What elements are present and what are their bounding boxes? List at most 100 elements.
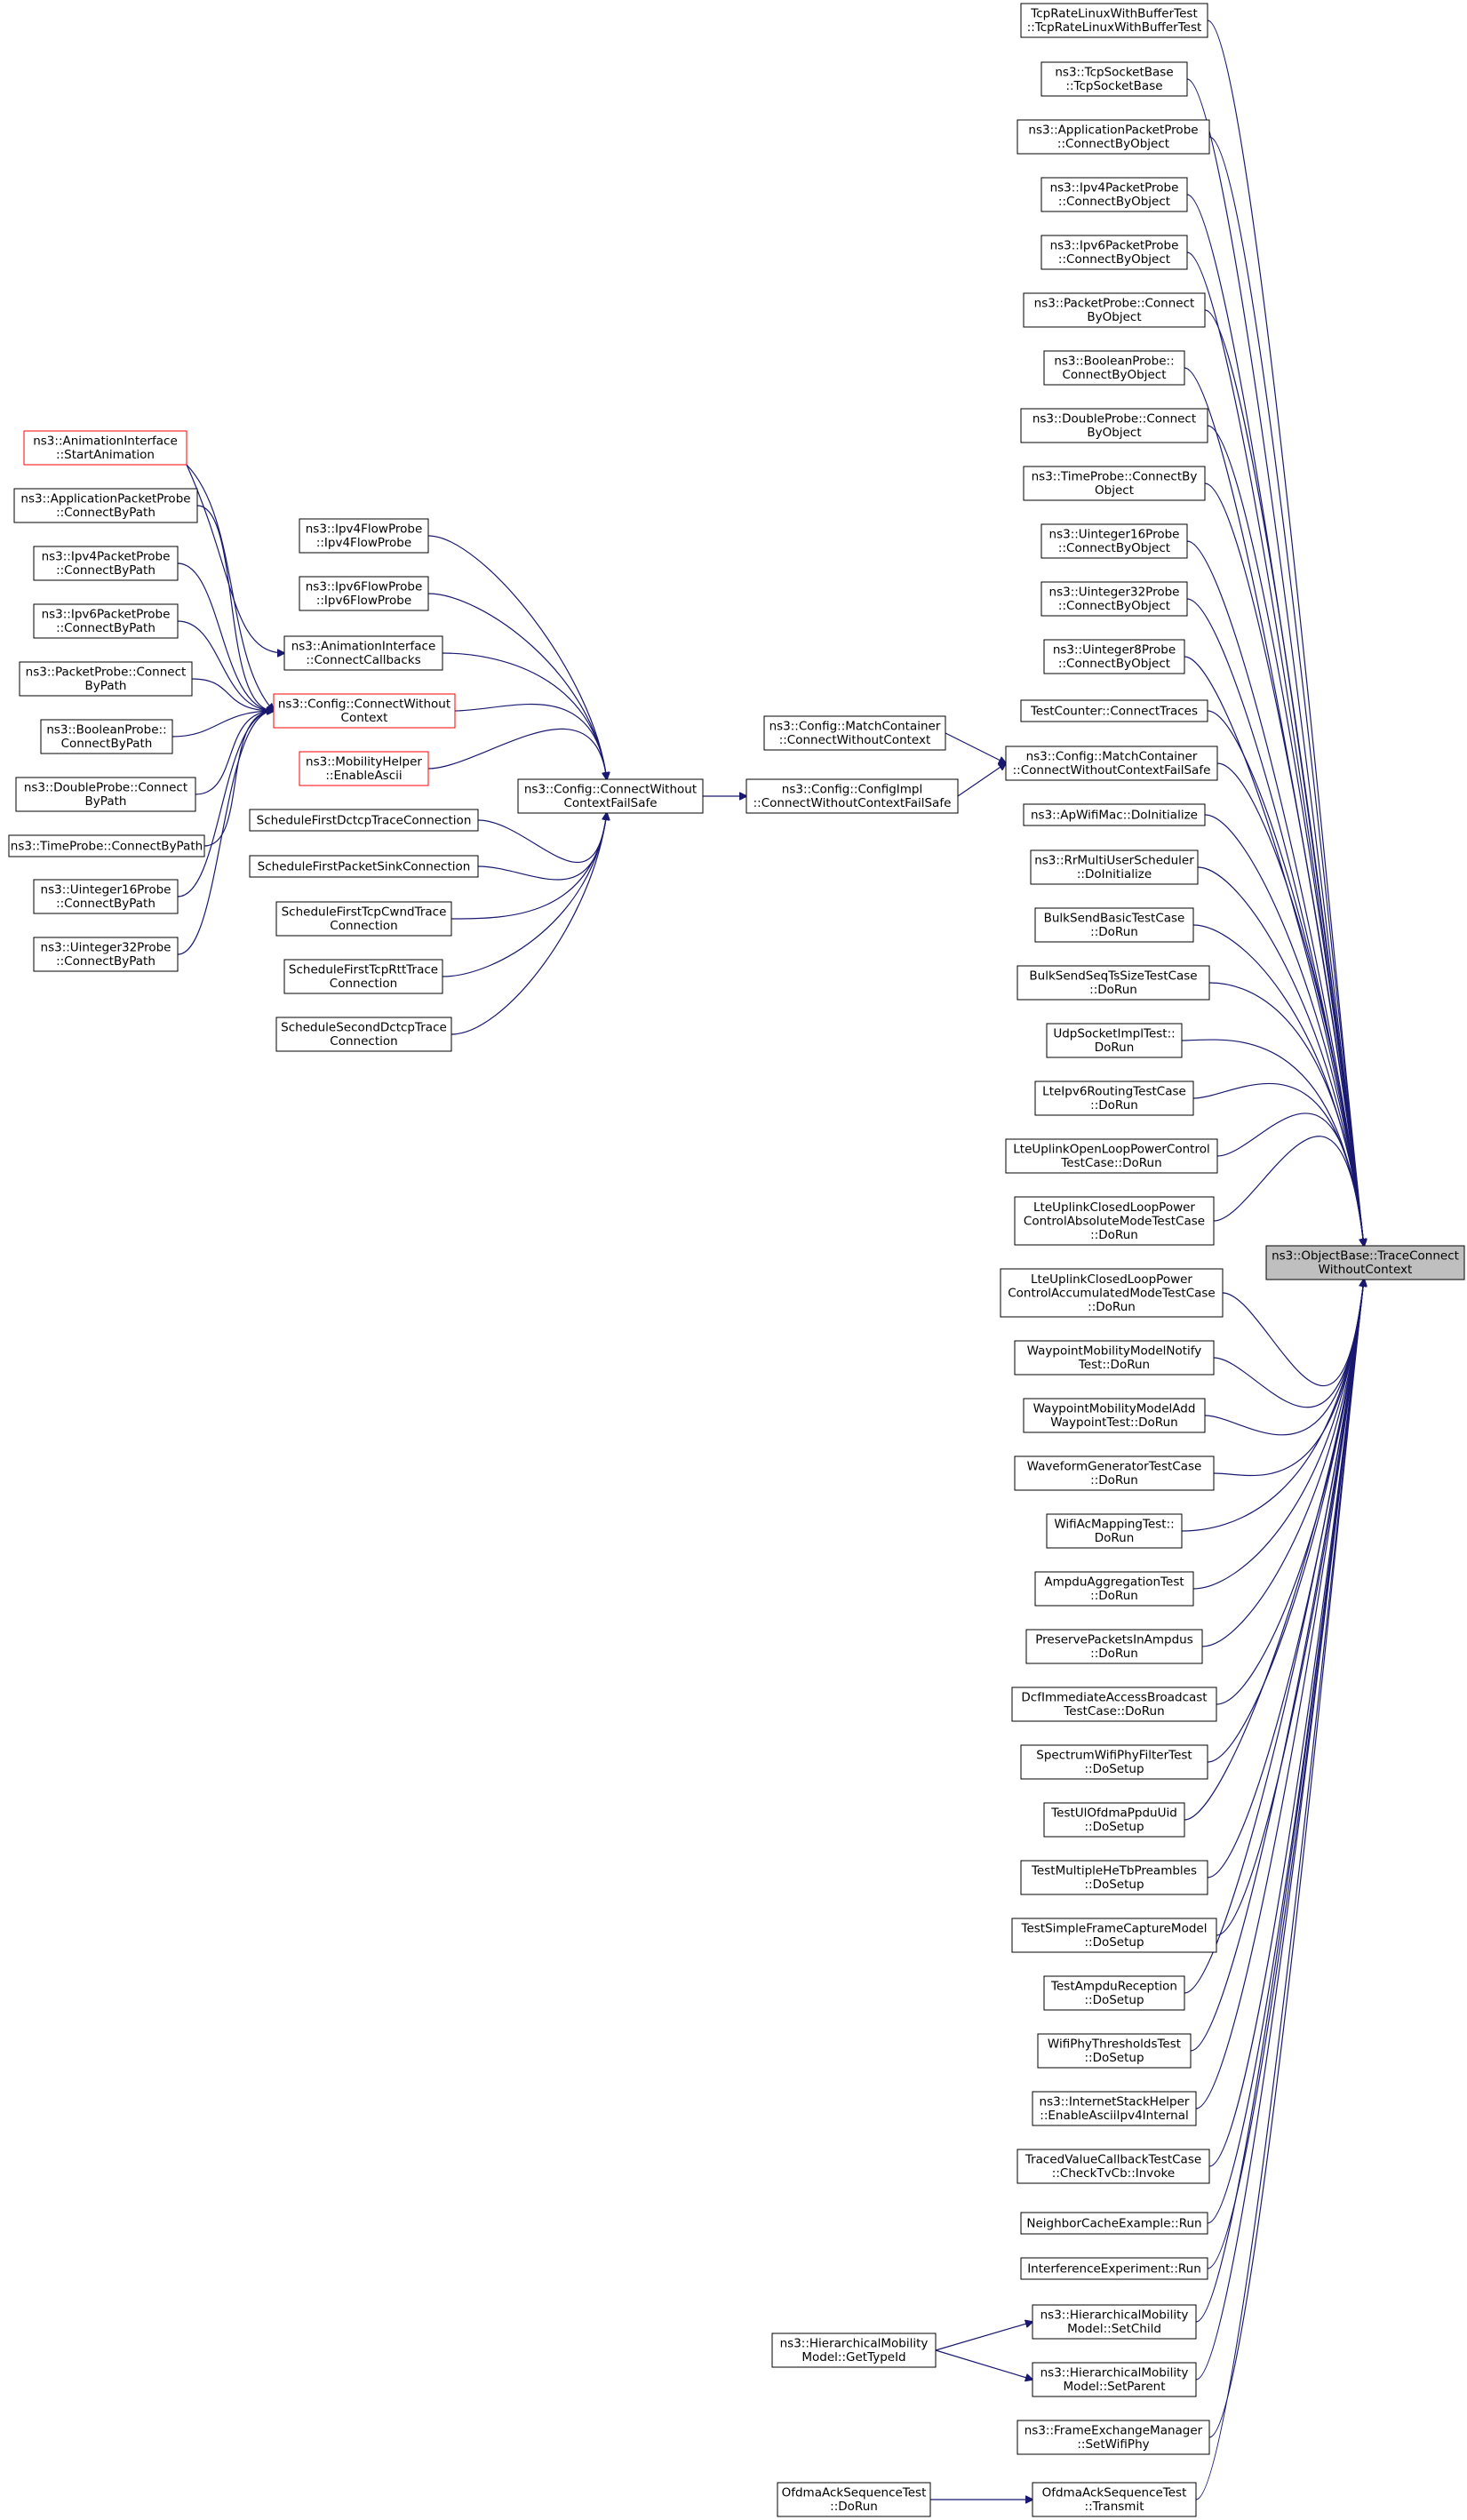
graph-node[interactable]: ns3::Config::ConnectWithoutContextFailSa… [517,778,704,814]
node-box [1020,2212,1208,2235]
node-box [1005,1138,1218,1174]
graph-node[interactable]: ns3::Uinteger16Probe::ConnectByPath [33,879,179,914]
graph-node[interactable]: OfdmaAckSequenceTest::Transmit [1032,2482,1197,2517]
node-label: ns3::InternetStackHelper [1040,2095,1190,2109]
graph-node[interactable]: ns3::Ipv4PacketProbe::ConnectByPath [33,546,179,581]
graph-node[interactable]: ns3::AnimationInterface::StartAnimation [23,430,187,466]
graph-node[interactable]: NeighborCacheExample::Run [1020,2212,1208,2235]
graph-node[interactable]: ns3::MobilityHelper::EnableAscii [299,751,429,786]
node-label: ns3::Ipv6FlowProbe [306,580,423,594]
node-label: WaypointTest::DoRun [1050,1416,1177,1430]
graph-node[interactable]: ns3::Ipv4PacketProbe::ConnectByObject [1040,177,1188,212]
call-edge [1184,1280,1364,1994]
graph-node[interactable]: LteUplinkOpenLoopPowerControlTestCase::D… [1005,1138,1218,1174]
node-box [1040,177,1188,212]
graph-node[interactable]: ns3::Ipv6PacketProbe::ConnectByPath [33,603,179,639]
graph-node[interactable]: ns3::Config::MatchContainer::ConnectWith… [763,715,946,751]
graph-node[interactable]: ns3::Uinteger32Probe::ConnectByPath [33,937,179,972]
call-edge [186,464,274,711]
graph-node[interactable]: ns3::Uinteger16Probe::ConnectByObject [1040,523,1188,559]
graph-node[interactable]: LteUplinkClosedLoopPowerControlAccumulat… [1000,1268,1224,1318]
graph-node[interactable]: ns3::ApplicationPacketProbe::ConnectByPa… [13,488,198,523]
graph-node[interactable]: ns3::DoubleProbe::ConnectByPath [15,777,196,812]
graph-node[interactable]: BulkSendSeqTsSizeTestCase::DoRun [1017,965,1210,1001]
graph-node[interactable]: TcpRateLinuxWithBufferTest::TcpRateLinux… [1020,3,1208,38]
graph-node[interactable]: ns3::PacketProbe::ConnectByPath [19,661,193,697]
graph-node[interactable]: TestMultipleHeTbPreambles::DoSetup [1020,1860,1208,1895]
node-box [1017,119,1210,155]
call-edge [171,711,274,738]
node-label: ns3::FrameExchangeManager [1025,2424,1203,2438]
call-edge [1197,866,1364,1246]
graph-node[interactable]: WaveformGeneratorTestCase::DoRun [1014,1455,1215,1491]
node-label: ::ConnectWithoutContextFailSafe [1013,763,1211,778]
node-box [1014,1340,1215,1376]
node-label: ns3::Ipv6PacketProbe [42,608,171,622]
graph-node[interactable]: PreservePacketsInAmpdus::DoRun [1025,1629,1203,1664]
graph-node[interactable]: ns3::ApWifiMac::DoInitialize [1023,803,1206,826]
graph-node[interactable]: TestSimpleFrameCaptureModel::DoSetup [1011,1918,1217,1953]
graph-node[interactable]: ns3::Ipv4FlowProbe::Ipv4FlowProbe [299,518,429,554]
graph-node[interactable]: LteUplinkClosedLoopPowerControlAbsoluteM… [1014,1196,1215,1246]
node-label: ns3::DoubleProbe::Connect [24,781,187,795]
graph-node[interactable]: ns3::PacketProbe::ConnectByObject [1023,292,1206,328]
node-label: ScheduleFirstTcpRttTrace [289,963,438,977]
graph-node[interactable]: ns3::DoubleProbe::ConnectByObject [1020,408,1208,443]
graph-node[interactable]: ns3::BooleanProbe::ConnectByPath [40,719,173,754]
graph-node[interactable]: ns3::Uinteger32Probe::ConnectByObject [1040,581,1188,617]
graph-node[interactable]: TracedValueCallbackTestCase::CheckTvCb::… [1017,2149,1210,2184]
graph-node[interactable]: WaypointMobilityModelAddWaypointTest::Do… [1023,1398,1206,1433]
graph-node[interactable]: DcfImmediateAccessBroadcastTestCase::DoR… [1011,1687,1217,1722]
node-label: ns3::Config::ConnectWithout [524,783,697,797]
graph-node[interactable]: WifiPhyThresholdsTest::DoSetup [1037,2033,1192,2069]
call-edge [477,813,607,864]
graph-node[interactable]: ScheduleFirstDctcpTraceConnection [249,809,479,832]
graph-node[interactable]: ns3::Config::MatchContainer::ConnectWith… [1005,746,1218,781]
graph-node[interactable]: ns3::HierarchicalMobilityModel::GetTypeI… [771,2333,937,2368]
node-label: ns3::HierarchicalMobility [780,2337,929,2351]
graph-node[interactable]: ns3::TimeProbe::ConnectByObject [1023,466,1206,501]
graph-node[interactable]: ns3::InternetStackHelper::EnableAsciiIpv… [1032,2091,1197,2126]
graph-node[interactable]: ScheduleFirstPacketSinkConnection [249,855,479,878]
node-label: ByPath [85,794,127,809]
graph-node[interactable]: ns3::ApplicationPacketProbe::ConnectByOb… [1017,119,1210,155]
graph-node[interactable]: WifiAcMappingTest::DoRun [1046,1513,1183,1549]
graph-node[interactable]: SpectrumWifiPhyFilterTest::DoSetup [1020,1744,1208,1780]
graph-node[interactable]: ns3::Ipv6PacketProbe::ConnectByObject [1040,235,1188,270]
node-label: LteIpv6RoutingTestCase [1042,1085,1186,1099]
graph-node[interactable]: TestUlOfdmaPpduUid::DoSetup [1043,1802,1185,1838]
graph-node[interactable]: TestCounter::ConnectTraces [1020,699,1208,722]
graph-node[interactable]: ns3::ObjectBase::TraceConnectWithoutCont… [1265,1245,1465,1280]
call-edge [177,711,274,897]
graph-node[interactable]: ns3::BooleanProbe::ConnectByObject [1043,350,1185,386]
graph-node[interactable]: ns3::Ipv6FlowProbe::Ipv6FlowProbe [299,576,429,611]
graph-node[interactable]: InterferenceExperiment::Run [1020,2257,1208,2280]
call-edge [1207,1280,1364,2269]
node-box [1040,235,1188,270]
graph-node[interactable]: ns3::Config::ConfigImpl::ConnectWithoutC… [745,778,959,814]
graph-node[interactable]: AmpduAggregationTest::DoRun [1034,1571,1194,1607]
graph-node[interactable]: LteIpv6RoutingTestCase::DoRun [1034,1081,1194,1116]
graph-node[interactable]: ns3::FrameExchangeManager::SetWifiPhy [1017,2420,1210,2455]
graph-node[interactable]: ns3::TimeProbe::ConnectByPath [8,834,205,857]
node-label: ns3::Ipv4PacketProbe [1050,181,1179,195]
graph-node[interactable]: UdpSocketImplTest::DoRun [1046,1023,1183,1058]
graph-node[interactable]: TestAmpduReception::DoSetup [1043,1975,1185,2011]
graph-node[interactable]: ns3::AnimationInterface::ConnectCallback… [283,635,443,671]
graph-node[interactable]: ns3::Config::ConnectWithoutContext [273,693,456,729]
graph-node[interactable]: ns3::Uinteger8Probe::ConnectByObject [1043,639,1185,674]
call-edge [935,2322,1032,2351]
call-edge [1208,136,1364,1246]
graph-node[interactable]: ns3::HierarchicalMobilityModel::SetParen… [1032,2362,1197,2397]
graph-node[interactable]: OfdmaAckSequenceTest::DoRun [777,2482,931,2517]
call-edge [427,535,607,779]
graph-node[interactable]: BulkSendBasicTestCase::DoRun [1034,907,1194,943]
graph-node[interactable]: ns3::RrMultiUserScheduler::DoInitialize [1030,849,1199,885]
graph-node[interactable]: ns3::TcpSocketBase::TcpSocketBase [1040,61,1188,97]
node-box [771,2333,937,2368]
